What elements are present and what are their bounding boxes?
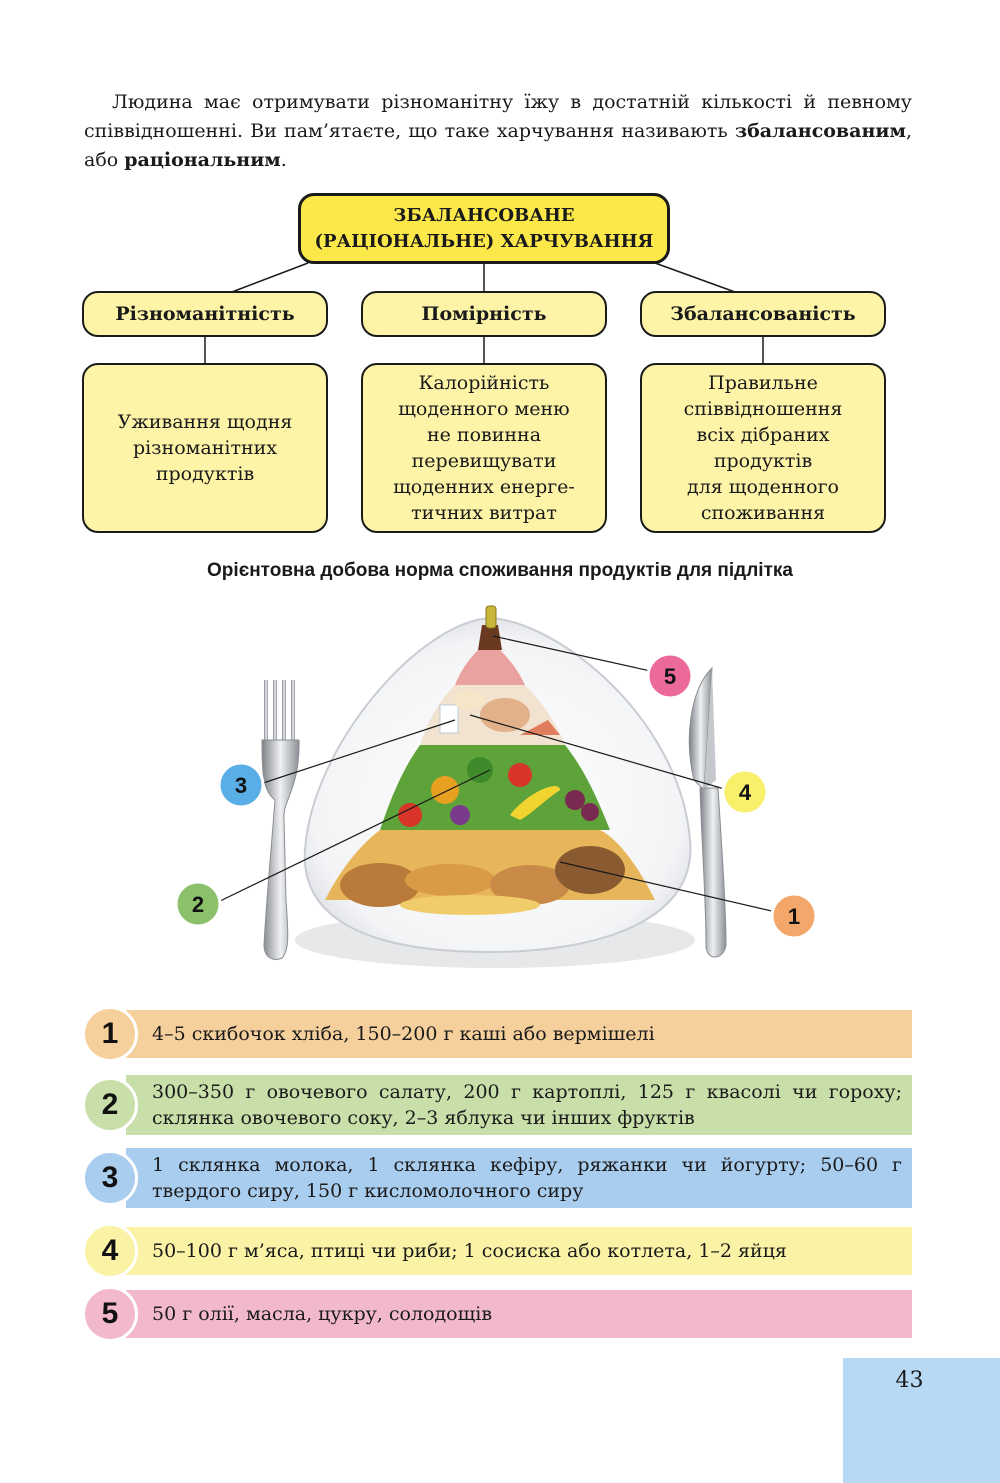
desc-line: перевищувати	[411, 450, 557, 472]
norm-number-1: 1	[82, 1006, 138, 1062]
branch-variety-desc: Уживання щодня різноманітних продуктів	[82, 363, 328, 533]
diagram-root-box: ЗБАЛАНСОВАНЕ (РАЦІОНАЛЬНЕ) ХАРЧУВАННЯ	[298, 193, 670, 264]
branch-balance-title: Збалансованість	[640, 291, 886, 337]
branch-variety-title: Різноманітність	[82, 291, 328, 337]
desc-line: співвідношення	[683, 398, 843, 420]
diagram-connectors	[204, 262, 764, 364]
fork-icon	[261, 680, 300, 960]
intro-paragraph: Людина має отримувати різноманітну їжу в…	[84, 88, 912, 175]
norm-row-5: 50 г олії, масла, цукру, солодощів	[126, 1290, 912, 1338]
diagram-root-line1: ЗБАЛАНСОВАНЕ	[393, 204, 575, 226]
norm-number-4: 4	[82, 1223, 138, 1279]
callout-3	[217, 761, 265, 809]
intro-text-2: , або	[84, 120, 912, 171]
diagram-root-line2: (РАЦІОНАЛЬНЕ) ХАРЧУВАННЯ	[314, 230, 654, 252]
desc-line: різноманітних	[132, 437, 278, 459]
norm-text-3: 1 склянка молока, 1 склянка кефіру, ряжа…	[152, 1154, 902, 1202]
page-number: 43	[895, 1368, 924, 1393]
desc-line: щоденного меню	[398, 398, 570, 420]
callout-2-label: 2	[192, 892, 204, 917]
branch-balance-desc: Правильне співвідношення всіх дібраних п…	[640, 363, 886, 533]
norm-text-1: 4–5 скибочок хліба, 150–200 г каші або в…	[152, 1023, 655, 1045]
norm-row-1: 4–5 скибочок хліба, 150–200 г каші або в…	[126, 1010, 912, 1058]
desc-line: тичних витрат	[411, 502, 557, 524]
intro-text-3: .	[280, 149, 287, 171]
norm-number-5: 5	[82, 1286, 138, 1342]
pyramid-level-vegetables	[380, 745, 610, 830]
desc-line: для щоденного	[687, 476, 839, 498]
norm-number-3: 3	[82, 1150, 138, 1206]
food-pyramid	[325, 605, 655, 915]
desc-line: споживання	[700, 502, 826, 524]
norm-text-5: 50 г олії, масла, цукру, солодощів	[152, 1303, 493, 1325]
desc-line: Правильне	[708, 372, 818, 394]
desc-line: всіх дібраних	[696, 424, 830, 446]
branch-moderation-title: Помірність	[361, 291, 607, 337]
callout-1-label: 1	[788, 904, 800, 929]
norm-row-4: 50–100 г м’яса, птиці чи риби; 1 сосиска…	[126, 1227, 912, 1275]
callout-3-label: 3	[235, 773, 247, 798]
callout-5	[646, 652, 694, 700]
callout-4-label: 4	[739, 780, 752, 805]
norm-text-4: 50–100 г м’яса, птиці чи риби; 1 сосиска…	[152, 1240, 787, 1262]
callout-4	[721, 768, 769, 816]
desc-line: щоденних енерге-	[393, 476, 575, 498]
desc-line: продуктів	[713, 450, 813, 472]
page-number-box: 43	[843, 1358, 1000, 1483]
norm-row-3: 1 склянка молока, 1 склянка кефіру, ряжа…	[126, 1148, 912, 1208]
desc-line: не повинна	[426, 424, 542, 446]
pyramid-level-sweets	[478, 625, 502, 650]
intro-text-1: Людина має отримувати різноманітну їжу в…	[84, 91, 912, 142]
desc-line: продуктів	[155, 463, 255, 485]
branch-moderation-desc: Калорійність щоденного меню не повинна п…	[361, 363, 607, 533]
intro-bold-rational: раціональним	[124, 149, 281, 171]
callout-1	[770, 892, 818, 940]
desc-line: Уживання щодня	[117, 411, 293, 433]
pyramid-level-meat	[455, 650, 525, 685]
intro-bold-balanced: збалансованим	[734, 120, 906, 142]
norm-row-2: 300–350 г овочевого салату, 200 г картоп…	[126, 1075, 912, 1135]
knife-icon	[688, 666, 727, 958]
food-norm-title: Орієнтовна добова норма споживання проду…	[207, 560, 793, 581]
callout-5-label: 5	[664, 664, 676, 689]
food-pyramid-plate-illustration: 5 3 4 2 1	[174, 605, 818, 968]
callout-2	[174, 880, 222, 928]
norm-number-2: 2	[82, 1077, 138, 1133]
desc-line: Калорійність	[418, 372, 550, 394]
norm-text-2: 300–350 г овочевого салату, 200 г картоп…	[152, 1081, 902, 1129]
